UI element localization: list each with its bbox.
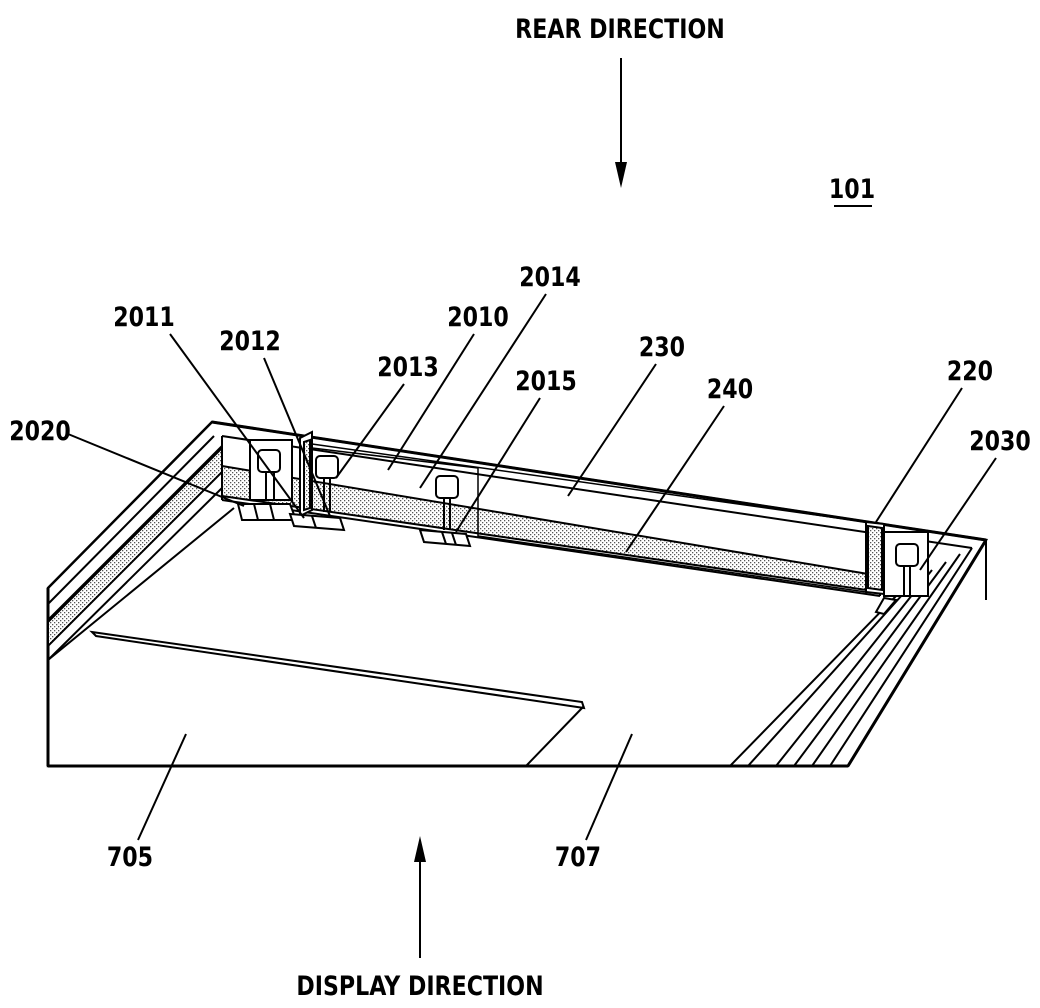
label-2015: 2015 [455, 365, 577, 533]
svg-text:220: 220 [947, 355, 993, 387]
label-2012: 2012 [219, 325, 331, 517]
label-2011: 2011 [113, 301, 305, 519]
figure-reference: 101 [829, 173, 875, 207]
svg-text:2015: 2015 [515, 365, 577, 397]
antenna-module-middle [418, 475, 472, 548]
figure-reference-number: 101 [829, 173, 875, 205]
antenna-module-right [865, 520, 929, 616]
rear-direction-arrow [615, 58, 627, 188]
svg-text:2014: 2014 [519, 261, 581, 293]
boundary-705-707 [89, 630, 586, 710]
svg-text:2013: 2013 [377, 351, 439, 383]
label-705: 705 [107, 733, 187, 873]
svg-text:707: 707 [555, 841, 601, 873]
svg-text:230: 230 [639, 331, 685, 363]
label-2013: 2013 [335, 351, 439, 479]
svg-text:2030: 2030 [969, 425, 1031, 457]
label-240: 240 [625, 373, 753, 553]
antenna-module-left [236, 439, 298, 521]
label-707: 707 [555, 733, 633, 873]
label-220: 220 [875, 355, 993, 523]
label-230: 230 [567, 331, 685, 497]
svg-text:705: 705 [107, 841, 153, 873]
display-direction-arrow [414, 836, 426, 958]
label-2020: 2020 [9, 415, 245, 507]
display-direction-label: DISPLAY DIRECTION [296, 970, 543, 1002]
label-2030: 2030 [919, 425, 1031, 571]
label-2010: 2010 [387, 301, 509, 471]
label-2014: 2014 [419, 261, 581, 489]
svg-text:2011: 2011 [113, 301, 175, 333]
svg-text:240: 240 [707, 373, 753, 405]
device-housing [46, 420, 989, 768]
svg-text:2020: 2020 [9, 415, 71, 447]
svg-text:2012: 2012 [219, 325, 281, 357]
rear-direction-label: REAR DIRECTION [515, 13, 725, 45]
svg-text:2010: 2010 [447, 301, 509, 333]
